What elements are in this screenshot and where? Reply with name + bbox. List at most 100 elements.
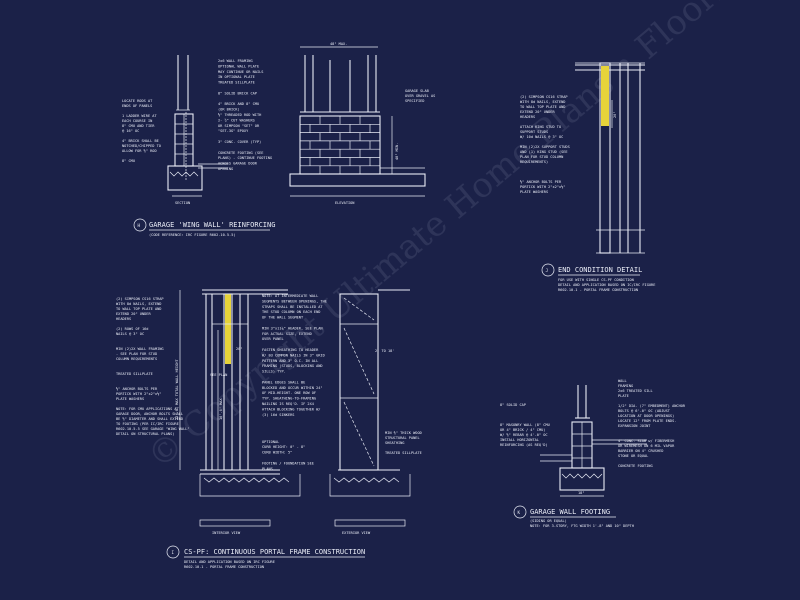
note-line: IN OPTIONAL PLATE (218, 75, 255, 79)
note-line: DETAIL AND APPLICATION BASED ON IRC FIGU… (184, 560, 275, 564)
interior-view-label: INTERIOR VIEW (212, 531, 241, 535)
note-line: MIN (2)2X SUPPORT STUDS (520, 145, 570, 149)
note-line: 4" BRICK AND 8" CMU (218, 102, 259, 106)
note-line: OF MID-HEIGHT. ONE ROW OF (262, 391, 316, 395)
note-line: 2- ½" CUT WASHERS (218, 118, 255, 122)
note-line: W/ 8d COMMON NAILS IN 3" GRID (262, 353, 325, 357)
note-line: BOLTS @ 6'-0" OC (ADJUST (618, 409, 671, 413)
note-line: W/ 10d NAILS @ 3" OC (520, 135, 563, 139)
note-line: MIN (2)2X WALL FRAMING (116, 347, 164, 351)
note-line: THE STUD COLUMN ON EACH END (262, 310, 320, 314)
note-line: FOR USE WITH SINGLE CS-PF CONDITION (558, 278, 634, 282)
note-line: OR 4" BRICK / 4" CMU) (500, 428, 545, 432)
exterior-view: 2' TO 18' EXTERIOR VIEW (329, 289, 411, 535)
note-line: BE ⅝" DIAMETER AND SHALL EXTEND (116, 417, 183, 421)
note-line: ATTACH BLOCKING TOGETHER W/ (262, 407, 320, 411)
note-line: ⅝" ANCHOR BOLTS PER (520, 180, 562, 184)
note-line: SHEATHING (385, 441, 404, 445)
note-line: FOR ACTUAL SIZE, EXTEND (262, 332, 312, 336)
k-dim: 18" (578, 491, 585, 495)
note-line: GARAGE SLAB (405, 89, 429, 93)
detail-h-title: GARAGE 'WING WALL' REINFORCING (149, 221, 275, 229)
note-line: REINFORCING (AS REQ'D) (500, 443, 548, 447)
note-line: COLUMN REQUIREMENTS (116, 357, 157, 361)
note-line: PLANS (262, 467, 273, 471)
note-line: 1/2" DIA. (7" EMBEDMENT) ANCHOR (618, 404, 686, 408)
detail-h-elevation: 48" MAX. ELEVATION 48" MIN. (289, 42, 426, 205)
note-line: OVER PANEL (262, 337, 284, 341)
note-line: WALL (618, 379, 627, 383)
note-line: 8" SOLID CAP (500, 403, 526, 407)
note-line: 4" BRICK SHALL BE (122, 139, 159, 143)
note-line: NAILS @ 3" OC (116, 332, 144, 336)
note-line: TO WALL TOP PLATE AND (520, 105, 565, 109)
note-line: LOCATE RODS AT (122, 99, 153, 103)
note-line: R602.10.1 - PORTAL FRAME CONSTRUCTION (558, 288, 638, 292)
note-line: R602.10.5.5 SEE GARAGE "WING WALL" (116, 427, 190, 431)
note-line: DETAIL ON STRUCTURAL PLANS) (116, 432, 174, 436)
detail-j-title: END CONDITION DETAIL (558, 266, 642, 274)
note-line: TYP. SHEATHING-TO-FRAMING (262, 397, 316, 401)
note-line: HEADERS (520, 115, 535, 119)
note-line: MIN 3"x11¼" HEADER, SEE PLAN (262, 326, 323, 331)
note-line: (3) 16d SINKERS (262, 413, 294, 417)
note-line: TO FOOTING (PER IC/IRC FIGURE (116, 422, 179, 426)
note-line: SPECIFIED (405, 99, 424, 103)
detail-h-section: SECTION (167, 55, 228, 205)
note-line: PATTERN AND 3" O.C. IN ALL (262, 359, 318, 363)
note-line: BARRIER ON 4" CRUSHED (618, 449, 663, 453)
i-max-dim: 10'-0" MAX (219, 398, 223, 420)
detail-h-wing-wall: SECTION 48" MAX. ELEVATION 48" MIN. LOCA… (122, 42, 435, 237)
note-line: SUPPORT STUDS (520, 130, 548, 134)
note-line: (2) SIMPSON CS16 STRAP (520, 95, 568, 99)
note-line: FRAMING (618, 384, 633, 388)
note-line: 2x6 WALL FRAMING (218, 59, 253, 63)
note-line: SILLS) TYP. (262, 370, 286, 374)
note-line: 8" CMU (122, 159, 135, 163)
note-line: ALLOW FOR ⅝" ROD (122, 149, 157, 153)
note-line: EACH COURSE IN (122, 119, 152, 123)
note-line: EXTEND 20" UNDER (116, 312, 151, 316)
note-line: "SET-3G" EPOXY (218, 129, 249, 133)
note-line: 1 LADDER WIRE AT (122, 114, 157, 118)
note-line: TREATED SILLPLATE (218, 81, 255, 85)
note-line: PLATE WASHERS (116, 397, 144, 401)
note-line: CURB HEIGHT: 0" - 8" (262, 445, 305, 449)
note-line: (OR BRICK) (218, 108, 240, 112)
note-line: BLOCKED AND OCCUR WITHIN 24" (262, 386, 323, 390)
note-line: STONE OR EQUAL (618, 454, 648, 458)
note-line: PLANS) - CONTINUE FOOTING (218, 156, 272, 160)
note-line: INSTALL HORIZONTAL (500, 438, 539, 442)
note-line: TREATED SILLPLATE (116, 372, 153, 376)
i-range-dim: 2' TO 18' (375, 349, 394, 353)
note-line: @ 16" OC (122, 129, 139, 133)
detail-k-subtitle: (SIDING OR EQUAL)NOTE: FOR 3-STORY, FTG … (530, 519, 634, 528)
note-line: (2) SIMPSON CS16 STRAP (116, 297, 164, 301)
section-label: SECTION (175, 201, 190, 205)
detail-i-title: CS-PF: CONTINUOUS PORTAL FRAME CONSTRUCT… (184, 548, 365, 556)
note-line: HEADERS (116, 317, 131, 321)
note-line: GARAGE DOOR, ANCHOR BOLTS SHALL (116, 412, 183, 416)
h-height-dim: 48" MIN. (395, 143, 399, 160)
i-see-plan-dim: SEE PLAN (210, 373, 227, 377)
note-line: - SEE PLAN FOR STUD (116, 352, 157, 356)
h-width-dim: 48" MAX. (330, 42, 347, 46)
note-line: STRUCTURAL PANEL (385, 436, 420, 440)
note-line: NOTE: FOR 3-STORY, FTG WIDTH 1'-8" AND 1… (530, 524, 634, 528)
note-line: 8" MASONRY WALL (8" CMU (500, 423, 550, 427)
detail-k-garage-wall-footing: 18" 8" SOLID CAP 8" MASONRY WALL (8" CMUO… (500, 379, 686, 528)
note-line: OF THE WALL SEGMENT (262, 316, 304, 320)
note-line: 4" CONC. SLAB w/ FIBERMESH (618, 439, 674, 443)
note-line: NOTCHED/CHIPPED TO (122, 144, 161, 148)
note-line: 3" CONC. COVER (TYP) (218, 140, 261, 144)
note-line: ENDS OF PANELS (122, 104, 152, 108)
j-dim: 20" (613, 112, 617, 119)
note-line: 8" CMU AND TIER (122, 124, 155, 128)
